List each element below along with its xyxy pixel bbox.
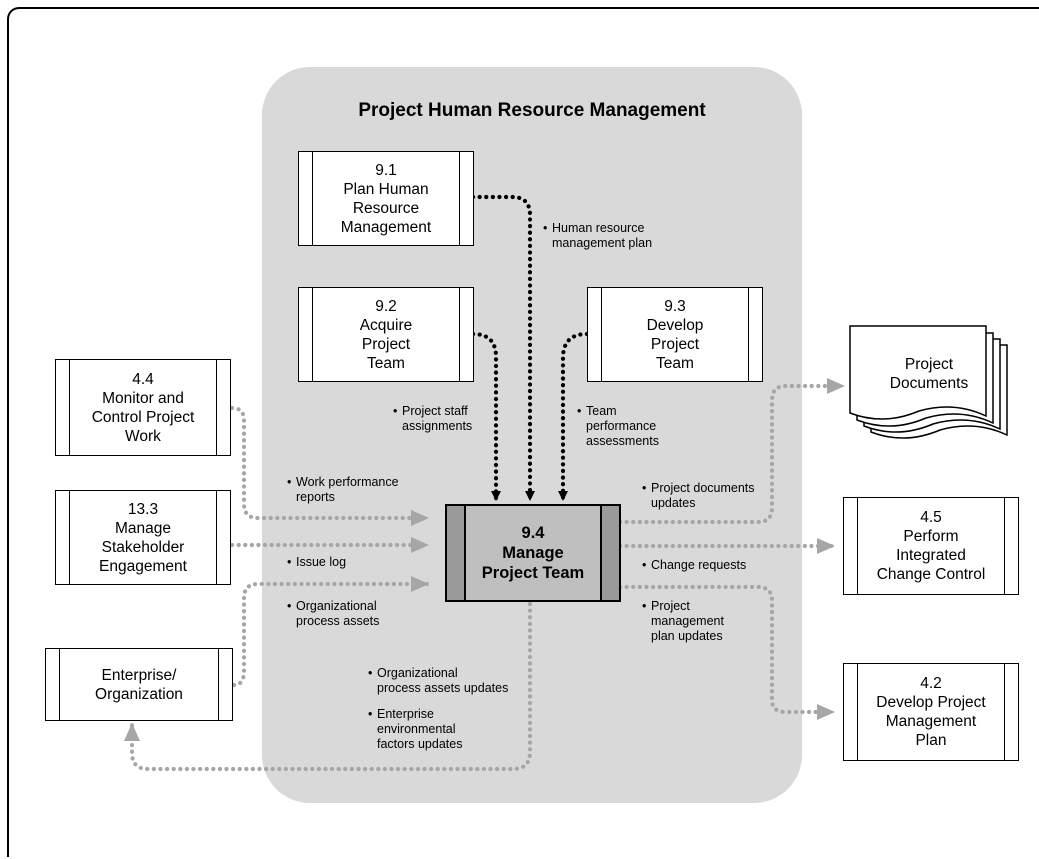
label-pm-plan-updates: •Project management plan updates [642,599,724,643]
arrow-pm-plan-updates [617,584,837,720]
arrow-team-assessments [558,331,590,503]
panel-title: Project Human Resource Management [358,100,706,121]
process-name: Manage Stakeholder Engagement [99,519,187,575]
process-number: 13.3 [127,500,159,518]
process-name: Develop Project Team [646,316,704,372]
label-change-requests: •Change requests [642,558,747,572]
process-name: Acquire Project Team [359,316,413,372]
process-number: 4.5 [920,509,942,526]
documents-label: Project Documents [889,356,969,392]
label-work-reports: •Work performance reports [287,475,399,504]
process-number: 9.1 [375,161,397,179]
process-number: 9.4 [521,524,545,542]
process-name: Perform Integrated Change Control [876,528,986,583]
arrow-staff-assignments [470,331,501,503]
label-issue-log: •Issue log [287,555,347,569]
diagram-frame [7,7,1039,857]
arrow-enterprise-updates [124,601,533,772]
process-name: Develop Project Management Plan [876,694,986,749]
documents-icon [849,325,1008,439]
entity-name: Enterprise/ Organization [95,666,183,703]
label-org-assets-updates: •Organizational process assets updates [368,666,509,695]
process-name: Monitor and Control Project Work [91,389,195,445]
arrow-hr-plan [470,194,535,503]
arrow-doc-updates [617,378,847,525]
label-eef-updates: •Enterprise environmental factors update… [368,707,463,751]
label-staff-assignments: •Project staff assignments [393,404,473,433]
process-number: 4.4 [132,370,154,388]
arrow-org-assets [231,576,431,688]
label-team-assessments: •Team performance assessments [577,404,659,448]
enterprise-organization[interactable]: Enterprise/ Organization [45,648,233,721]
label-hr-plan: •Human resource management plan [543,221,653,250]
process-number: 4.2 [920,675,942,692]
process-name: Plan Human Resource Management [340,180,432,236]
arrow-work-reports [229,405,431,526]
process-number: 9.3 [664,297,686,315]
label-doc-updates: •Project documents updates [642,481,755,510]
process-number: 9.2 [375,297,397,315]
process-name: Manage Project Team [481,544,585,582]
label-org-assets: •Organizational process assets [287,599,380,628]
